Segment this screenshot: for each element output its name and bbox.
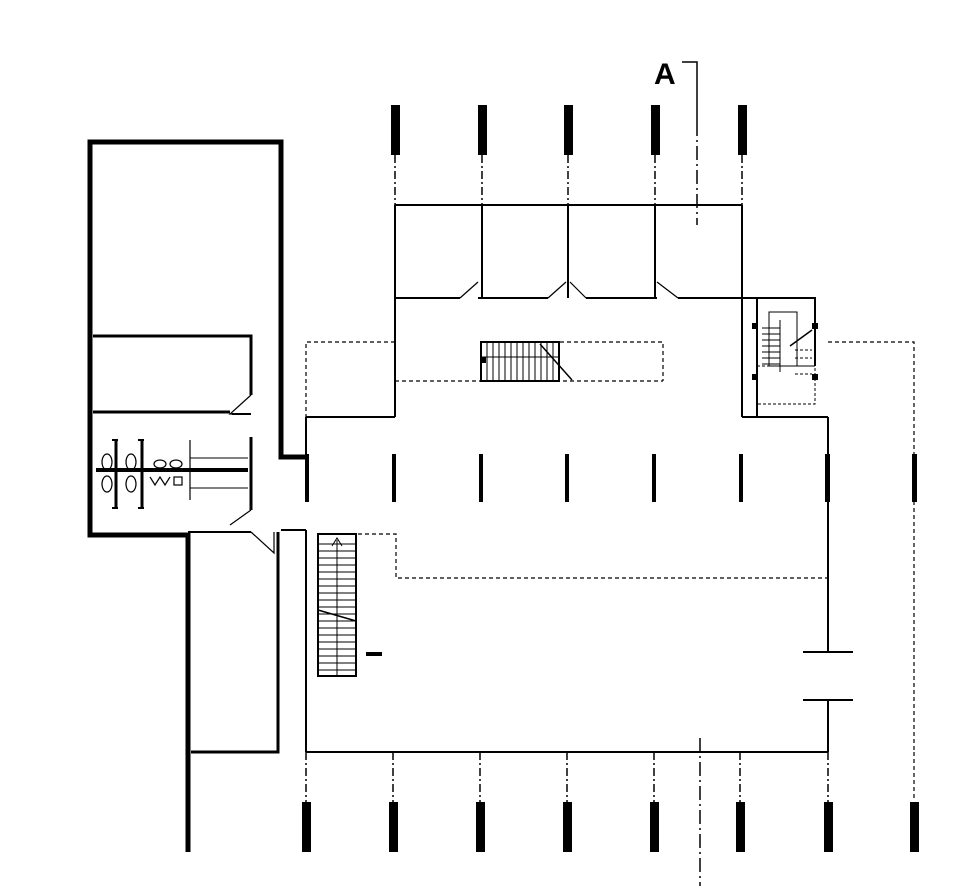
upper-wing: [394, 204, 743, 417]
door-swing: [459, 281, 479, 299]
column-bottom-6: [736, 802, 745, 852]
column-bottom-4: [563, 802, 572, 852]
door-swing: [547, 281, 567, 299]
section-marker-label: A: [654, 58, 676, 91]
lower-stair: [317, 533, 357, 677]
upper-dashed-outline: [305, 341, 664, 417]
upper-stair: [480, 341, 573, 382]
door-swing: [569, 281, 587, 299]
sink-icon: [153, 459, 167, 469]
column-bottom-8: [910, 802, 919, 852]
top-grid-lines: [394, 155, 743, 205]
basin-icon: [173, 476, 183, 486]
section-line-a: [682, 61, 701, 886]
column-interior: [392, 454, 396, 502]
column-interior: [825, 454, 830, 502]
column-interior: [652, 454, 656, 502]
column-top-2: [478, 105, 487, 155]
column-interior: [912, 454, 917, 502]
column-top-4: [651, 105, 660, 155]
column-bottom-3: [476, 802, 485, 852]
small-wall-mark: [366, 652, 382, 656]
column-bottom-1: [302, 802, 311, 852]
bottom-grid-lines: [305, 752, 829, 802]
column-interior: [305, 454, 309, 502]
column-bottom-5: [650, 802, 659, 852]
column-top-1: [391, 105, 400, 155]
column-interior: [479, 454, 483, 502]
column-bottom-7: [824, 802, 833, 852]
toilet-icon: [125, 453, 137, 471]
left-annex: [87, 139, 306, 852]
bottom-column-row: [302, 802, 919, 852]
toilet-icon: [101, 453, 113, 471]
toilet-icon: [125, 475, 137, 493]
stair-tower: [742, 297, 818, 418]
sink-icon: [169, 459, 183, 469]
main-hall-walls: [305, 416, 853, 753]
top-column-row: [391, 105, 747, 155]
hall-dashed-outlines: [358, 341, 915, 800]
toilet-icon: [101, 475, 113, 493]
door-swing: [656, 281, 679, 299]
column-interior: [739, 454, 743, 502]
urinal-icon: [149, 475, 171, 487]
column-top-3: [564, 105, 573, 155]
interior-column-row: [305, 454, 917, 502]
column-interior: [565, 454, 569, 502]
column-bottom-2: [389, 802, 398, 852]
column-top-5: [738, 105, 747, 155]
washroom-fixtures: [96, 439, 248, 509]
